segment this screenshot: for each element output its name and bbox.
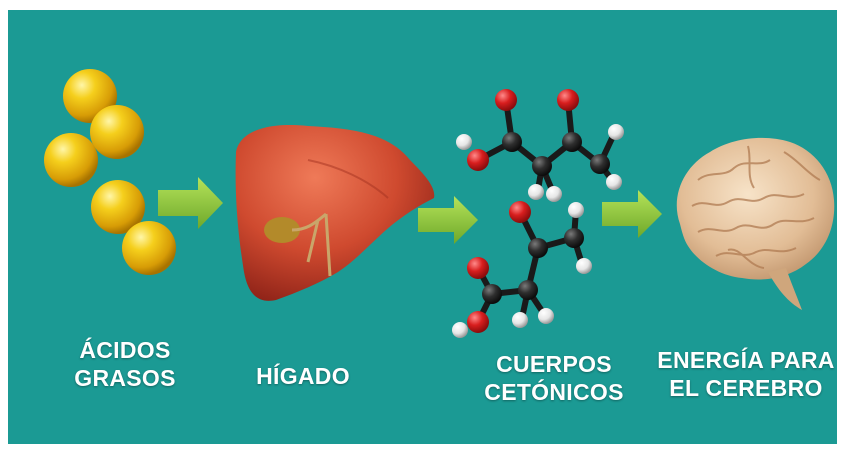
label-line: HÍGADO bbox=[256, 363, 350, 389]
brain-icon bbox=[676, 137, 835, 310]
label-higado: HÍGADO bbox=[228, 362, 378, 390]
liver-icon bbox=[235, 125, 435, 301]
label-line: EL CEREBRO bbox=[669, 375, 823, 401]
label-line: ENERGÍA PARA bbox=[657, 347, 835, 373]
label-acidos-grasos: ÁCIDOS GRASOS bbox=[40, 336, 210, 392]
label-cuerpos-cetonicos: CUERPOS CETÓNICOS bbox=[454, 350, 654, 406]
ketone-molecules-icon bbox=[452, 89, 624, 338]
label-energia-cerebro: ENERGÍA PARA EL CEREBRO bbox=[652, 346, 837, 402]
label-line: CUERPOS bbox=[496, 351, 612, 377]
arrow-right-icon bbox=[158, 177, 223, 229]
label-line: GRASOS bbox=[74, 365, 176, 391]
label-line: ÁCIDOS bbox=[79, 337, 171, 363]
arrow-right-icon bbox=[418, 196, 478, 244]
fat-droplets-icon bbox=[44, 69, 176, 275]
diagram-illustration bbox=[44, 69, 835, 338]
diagram-frame: ÁCIDOS GRASOS HÍGADO CUERPOS CETÓNICOS E… bbox=[8, 10, 837, 444]
arrow-right-icon bbox=[602, 190, 662, 238]
label-line: CETÓNICOS bbox=[484, 379, 624, 405]
